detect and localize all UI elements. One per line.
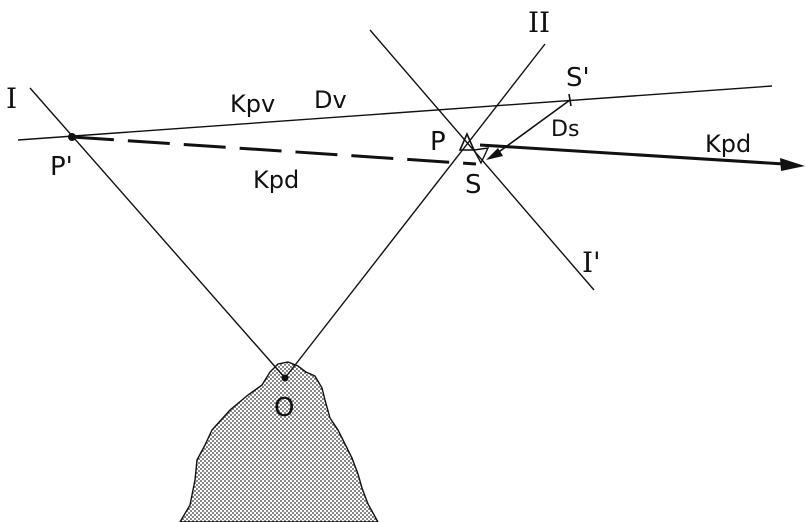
point-p-prime-label: P' bbox=[50, 152, 73, 182]
k-pd-arrowhead bbox=[780, 158, 805, 171]
point-p-label: P bbox=[430, 127, 446, 157]
k-pd-dashed-label: Kpd bbox=[253, 166, 299, 194]
line-ii bbox=[284, 43, 546, 379]
d-s-arrowhead bbox=[486, 148, 503, 160]
k-pv-label: Kpv bbox=[230, 90, 275, 118]
d-s-label: Ds bbox=[551, 117, 579, 142]
point-s-label: S bbox=[465, 170, 482, 200]
k-pd-arrow-line bbox=[479, 143, 785, 166]
k-pd-dashed-line bbox=[71, 135, 477, 166]
line-ii-label: II bbox=[528, 6, 550, 39]
p-prime-dot bbox=[68, 133, 76, 141]
o-dot bbox=[281, 374, 289, 382]
s-prime-tick bbox=[568, 93, 572, 107]
p-triangle-marker bbox=[458, 132, 476, 151]
s-triangle-marker bbox=[472, 147, 490, 165]
point-s-prime-label: S' bbox=[566, 63, 590, 93]
point-o-label: O bbox=[274, 393, 294, 423]
d-v-label: Dv bbox=[314, 86, 347, 114]
observer-head-shape bbox=[179, 361, 379, 522]
d-s-arrow-line bbox=[495, 99, 571, 155]
k-pd-arrow-label: Kpd bbox=[705, 130, 751, 158]
line-i-label: I bbox=[6, 82, 17, 115]
line-i bbox=[29, 87, 286, 379]
k-pv-line bbox=[17, 85, 773, 141]
line-i-prime-label: I' bbox=[582, 246, 601, 279]
